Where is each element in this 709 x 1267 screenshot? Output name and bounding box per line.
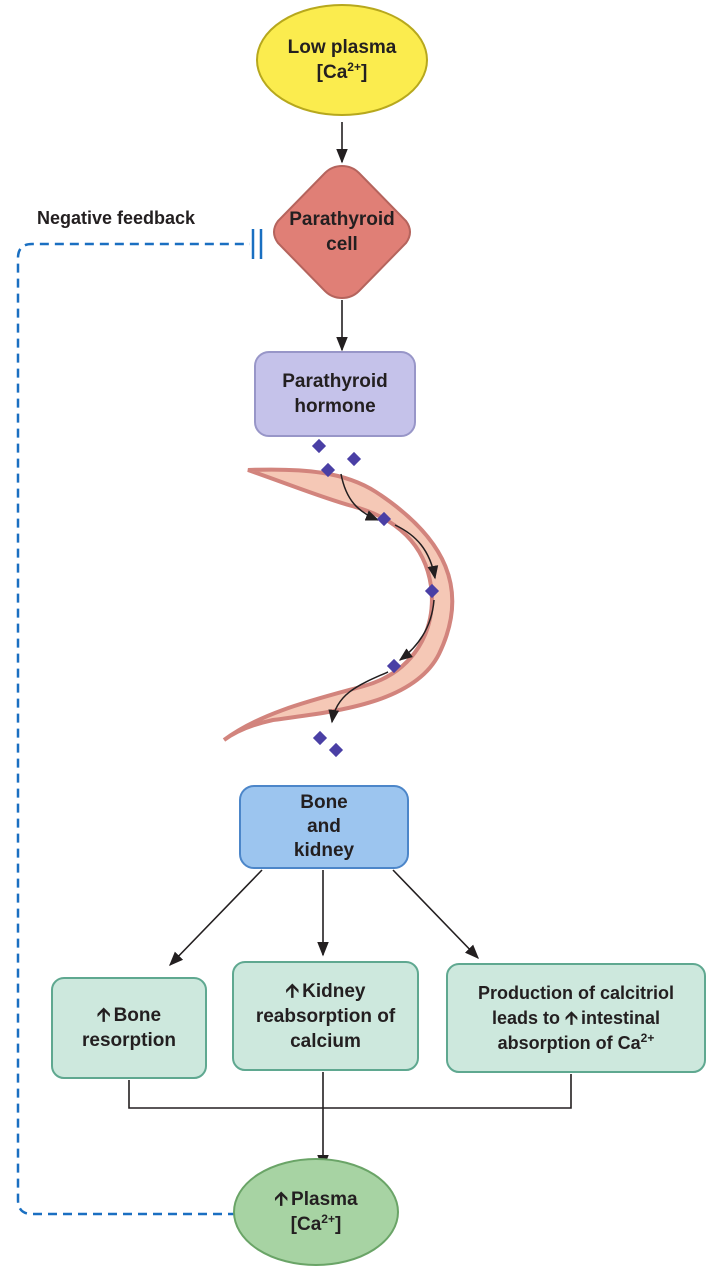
inhibition-bars-icon — [251, 229, 263, 259]
bone-kidney-label: Bone and kidney — [293, 792, 355, 861]
low-calcium-node — [256, 4, 428, 116]
negative-feedback-line — [16, 242, 250, 1216]
negative-feedback-label: Negative feedback — [37, 208, 196, 228]
bone-resorption-node — [51, 977, 207, 1079]
low-calcium-label: Low plasma [Ca2+] — [287, 37, 397, 83]
vessel-flow-arrow — [398, 599, 435, 661]
bone-resorption-label: 🡩Bone resorption — [82, 1005, 176, 1051]
hormone-molecule — [376, 511, 392, 527]
hormone-molecule — [386, 658, 402, 674]
hormone-molecule — [311, 438, 327, 454]
plasma-calcium-result-label: 🡩Plasma [Ca2+] — [274, 1189, 358, 1235]
up-arrow-icon: 🡩 — [565, 1007, 578, 1028]
hormone-molecule — [424, 583, 440, 599]
plasma-calcium-result-node — [233, 1158, 399, 1266]
up-arrow-icon: 🡩 — [285, 980, 300, 1002]
vessel-flow-arrow — [394, 524, 439, 580]
vessel-flow-arrow — [340, 473, 380, 521]
hormone-molecule — [312, 730, 328, 746]
up-arrow-icon: 🡩 — [96, 1005, 111, 1026]
hormone-molecules — [311, 438, 440, 758]
hormone-molecule — [320, 462, 336, 478]
vessel-flow-arrow — [328, 671, 389, 724]
blood-vessel — [222, 467, 455, 742]
hormone-label: Parathyroid hormone — [282, 371, 388, 417]
kidney-reabsorption-label: 🡩Kidney reabsorption of calcium — [255, 980, 396, 1052]
arrow-target-to-bone — [168, 869, 263, 967]
effects-collector-line — [128, 1074, 572, 1109]
parathyroid-cell-label: Parathyroid cell — [289, 209, 395, 255]
up-arrow-icon: 🡩 — [274, 1189, 289, 1210]
hormone-node — [254, 351, 416, 437]
bone-kidney-node — [239, 785, 409, 869]
arrow-target-to-calcitriol — [392, 869, 480, 960]
hormone-molecule — [328, 742, 344, 758]
kidney-reabsorption-node — [232, 961, 419, 1071]
calcitriol-label: Production of calcitriol leads to 🡩intes… — [477, 982, 674, 1053]
calcitriol-node — [446, 963, 706, 1073]
hormone-molecule — [346, 451, 362, 467]
parathyroid-cell-node — [273, 164, 411, 300]
